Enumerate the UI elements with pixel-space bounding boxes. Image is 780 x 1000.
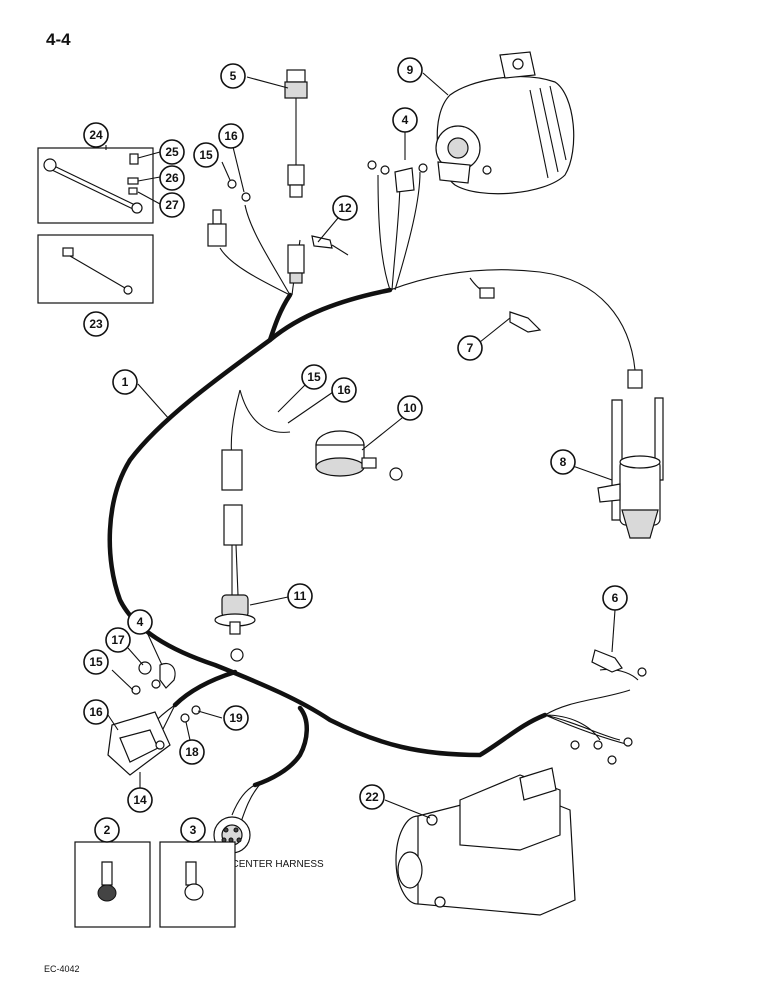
callout-1: 1: [112, 369, 138, 395]
starter-motor: [395, 737, 633, 916]
wire-to-6: [599, 668, 639, 681]
wire-to-coil: [389, 269, 636, 371]
callout-16-top: 16: [218, 123, 244, 149]
svg-text:14: 14: [133, 793, 147, 807]
hardware-near-14: [131, 661, 201, 723]
callout-5: 5: [220, 63, 246, 89]
svg-text:15: 15: [307, 370, 321, 384]
terminal-group-4-top: [367, 160, 428, 193]
svg-text:12: 12: [338, 201, 352, 215]
callout-16-mid: 16: [331, 377, 357, 403]
svg-text:16: 16: [337, 383, 351, 397]
svg-text:24: 24: [89, 128, 103, 142]
wires-to-starter: [544, 689, 631, 746]
callout-16-bottom: 16: [83, 699, 109, 725]
callout-27: 27: [159, 192, 185, 218]
callout-9: 9: [397, 57, 423, 83]
svg-text:1: 1: [122, 375, 129, 389]
connector-top-left: [207, 179, 251, 247]
svg-text:16: 16: [89, 705, 103, 719]
svg-text:4: 4: [402, 113, 409, 127]
svg-text:26: 26: [165, 171, 179, 185]
svg-text:4: 4: [137, 615, 144, 629]
connector-7: [479, 287, 542, 333]
callout-19: 19: [223, 705, 249, 731]
main-harness: [107, 287, 548, 758]
figure-code: EC-4042: [44, 964, 80, 974]
svg-text:17: 17: [111, 633, 125, 647]
callout-3: 3: [180, 817, 206, 843]
svg-text:7: 7: [467, 341, 474, 355]
callout-15-bottom: 15: [83, 649, 109, 675]
callout-11: 11: [287, 583, 313, 609]
inset-box-2: [74, 841, 151, 928]
callout-22: 22: [359, 784, 385, 810]
svg-text:27: 27: [165, 198, 179, 212]
callout-15-mid: 15: [301, 364, 327, 390]
svg-text:19: 19: [229, 711, 243, 725]
page-number: 4-4: [46, 30, 71, 49]
svg-text:25: 25: [165, 145, 179, 159]
svg-text:3: 3: [190, 823, 197, 837]
harness-branch-left: [172, 669, 238, 708]
connector-pair-11: [214, 449, 256, 662]
svg-text:5: 5: [230, 69, 237, 83]
callout-6: 6: [602, 585, 628, 611]
sender-6: [591, 649, 647, 677]
callout-18: 18: [179, 739, 205, 765]
inset-box-23: [37, 234, 154, 304]
callout-23: 23: [83, 311, 109, 337]
callout-14: 14: [127, 787, 153, 813]
callout-17: 17: [105, 627, 131, 653]
svg-text:22: 22: [365, 790, 379, 804]
callout-12: 12: [332, 195, 358, 221]
svg-text:6: 6: [612, 591, 619, 605]
center-harness-label: TO CENTER HARNESS: [215, 859, 324, 870]
callout-2: 2: [94, 817, 120, 843]
callout-15-top: 15: [193, 142, 219, 168]
inset-box-3: [159, 841, 236, 928]
svg-text:8: 8: [560, 455, 567, 469]
svg-text:23: 23: [89, 317, 103, 331]
svg-text:11: 11: [294, 589, 307, 603]
callout-24: 24: [83, 122, 109, 148]
leader-lines: [105, 72, 616, 819]
svg-text:9: 9: [407, 63, 414, 77]
svg-text:18: 18: [185, 745, 199, 759]
sender-12: [287, 235, 349, 284]
harness-branch-top: [267, 292, 293, 343]
sender-10: [315, 430, 403, 481]
alternator: [435, 51, 575, 195]
callout-10: 10: [397, 395, 423, 421]
callout-8: 8: [550, 449, 576, 475]
inset-box-24: [37, 147, 154, 224]
callout-26: 26: [159, 165, 185, 191]
svg-text:2: 2: [104, 823, 111, 837]
callout-4-top: 4: [392, 107, 418, 133]
coil-8: [597, 369, 664, 539]
svg-text:15: 15: [199, 148, 213, 162]
svg-text:15: 15: [89, 655, 103, 669]
svg-text:10: 10: [403, 401, 417, 415]
callout-4-bottom: 4: [127, 609, 153, 635]
callout-7: 7: [457, 335, 483, 361]
callout-25: 25: [159, 139, 185, 165]
relay-box-14: [107, 711, 171, 776]
svg-text:16: 16: [224, 129, 238, 143]
harness-branch-center: [252, 705, 309, 788]
pressure-switch-5: [284, 69, 308, 198]
